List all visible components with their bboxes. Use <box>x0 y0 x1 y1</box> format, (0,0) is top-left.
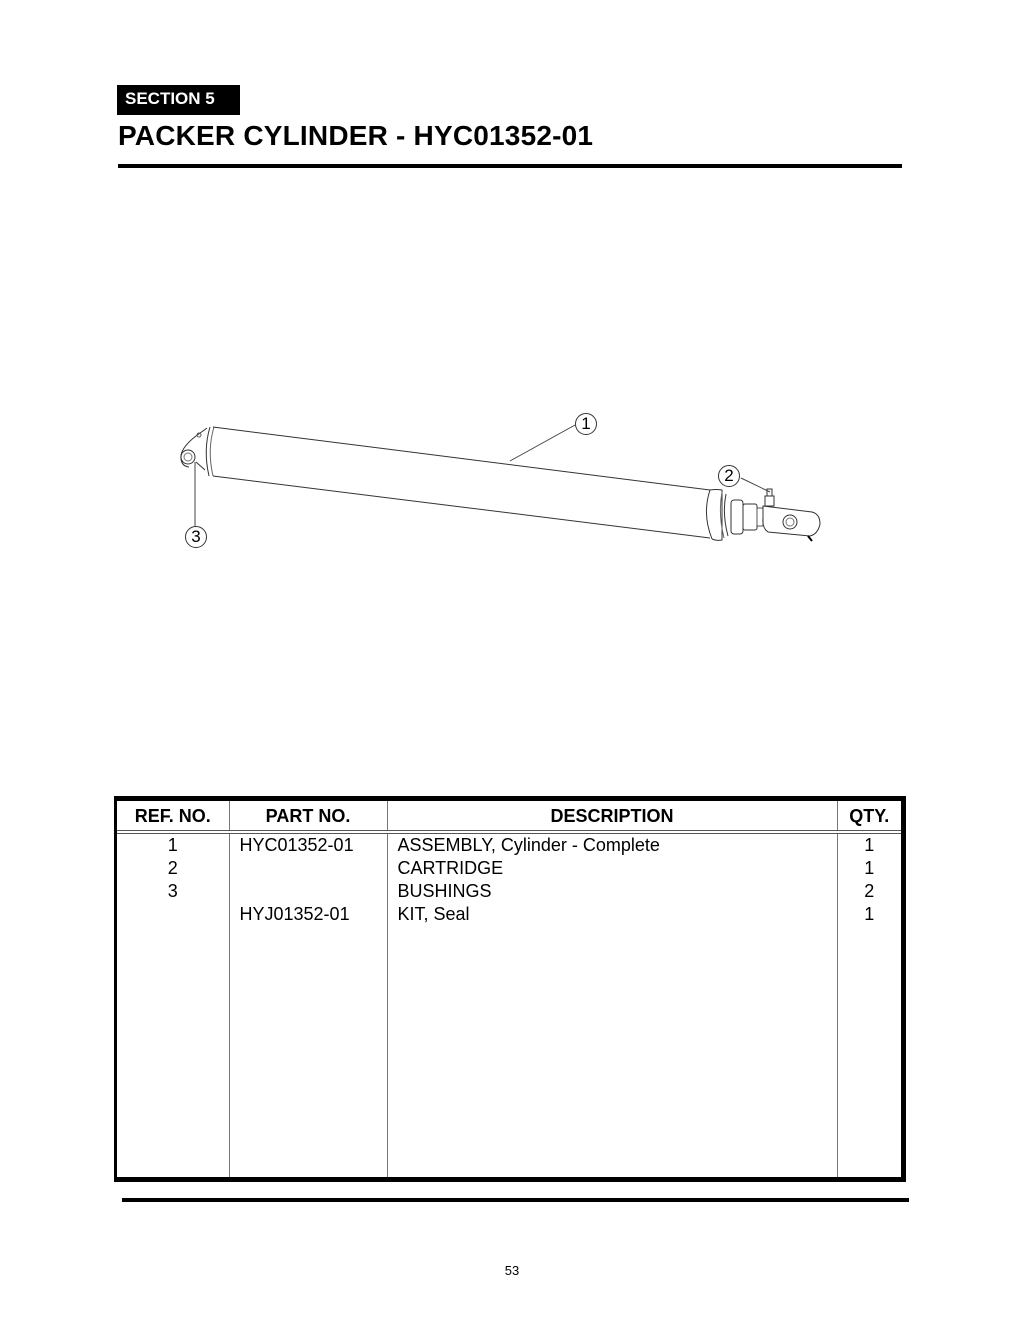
header-part-no: PART NO. <box>228 801 387 834</box>
table-row: 2 CARTRIDGE 1 <box>117 857 901 880</box>
ref-no-cell: 3 <box>167 881 178 901</box>
ref-no-cell: 1 <box>167 835 178 855</box>
empty-cell <box>386 926 837 1177</box>
callout-3: 3 <box>185 526 207 548</box>
header-qty: QTY. <box>836 801 901 834</box>
part-no-cell: HYJ01352-01 <box>228 903 387 926</box>
qty-cell: 2 <box>836 880 901 903</box>
cylinder-illustration <box>180 424 821 542</box>
empty-cell <box>117 926 229 1177</box>
header-ref-no: REF. NO. <box>117 801 229 834</box>
table-row: 3 BUSHINGS 2 <box>117 880 901 903</box>
table-row: 1 HYC01352-01 ASSEMBLY, Cylinder - Compl… <box>117 832 901 857</box>
header-description: DESCRIPTION <box>386 801 837 834</box>
qty-cell: 1 <box>836 832 901 857</box>
ref-no-cell <box>117 903 229 926</box>
table-row: HYJ01352-01 KIT, Seal 1 <box>117 903 901 926</box>
cylinder-head <box>706 489 764 541</box>
part-no-cell: HYC01352-01 <box>228 832 387 857</box>
section-badge: SECTION 5 <box>117 85 240 115</box>
part-no-cell <box>228 857 387 880</box>
description-cell: BUSHINGS <box>386 880 837 903</box>
rod-clevis <box>762 505 821 542</box>
empty-cell <box>836 926 901 1177</box>
table-filler-row <box>117 926 901 1177</box>
bottom-rule <box>122 1198 909 1202</box>
qty-cell: 1 <box>836 903 901 926</box>
empty-cell <box>228 926 387 1177</box>
description-cell: CARTRIDGE <box>386 857 837 880</box>
description-cell: ASSEMBLY, Cylinder - Complete <box>386 832 837 857</box>
parts-table: REF. NO. PART NO. DESCRIPTION QTY. 1 HYC… <box>114 796 906 1182</box>
rear-clevis-icon <box>180 427 208 471</box>
cylinder-barrel <box>212 426 711 539</box>
part-no-cell <box>228 880 387 903</box>
table-header-row: REF. NO. PART NO. DESCRIPTION QTY. <box>117 801 901 834</box>
callout-1: 1 <box>575 413 597 435</box>
qty-cell: 1 <box>836 857 901 880</box>
callout-2: 2 <box>718 465 740 487</box>
cartridge-fitting <box>764 488 775 507</box>
page-number: 53 <box>504 1263 520 1278</box>
page-title: PACKER CYLINDER - HYC01352-01 <box>118 120 594 151</box>
description-cell: KIT, Seal <box>386 903 837 926</box>
ref-no-cell: 2 <box>167 858 178 878</box>
title-rule <box>118 164 902 168</box>
parts-diagram: 1 2 3 <box>0 380 1024 580</box>
